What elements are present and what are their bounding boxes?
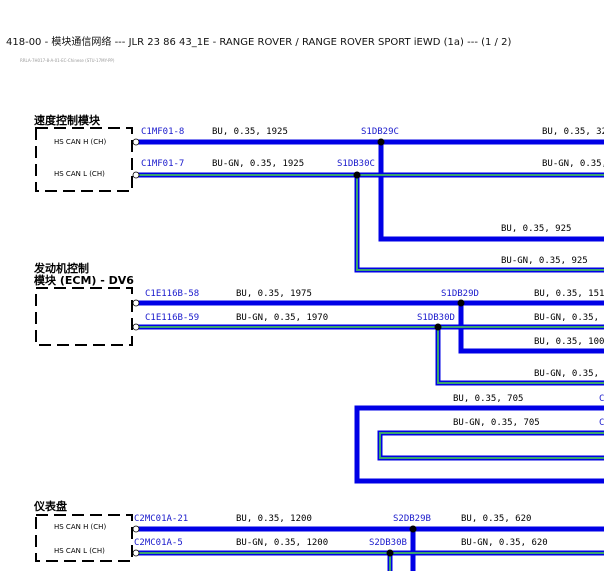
splice-dot [457, 299, 465, 307]
splice-label: S1DB30D [417, 313, 455, 323]
pin-label-can-h: HS CAN H (CH) [54, 138, 106, 146]
wire-spec-label: BU-GN, 0.35, 620 [461, 538, 548, 548]
wire-spec-label: BU, 0.35, 705 [453, 394, 523, 404]
wire-can-h-loop [354, 405, 604, 484]
splice-label: S2DB29B [393, 514, 431, 524]
module-cluster-box [35, 514, 133, 562]
wire-spec-label: BU-GN, 0.35, 1200 [236, 538, 328, 548]
wire-can-h-branch-2 [458, 303, 604, 354]
wire-spec-label: BU, 0.35, 1925 [212, 127, 288, 137]
page-subtitle: RRLA-7H017-8-A-01-EC-Chinese (STU-17MY-P… [20, 58, 115, 63]
splice-label: S1DB29D [441, 289, 479, 299]
wires-bu-gn [136, 172, 604, 571]
pin-connectors [132, 138, 140, 557]
pin-connector [132, 323, 140, 331]
wire-spec-label: BU, 0.35, 1975 [236, 289, 312, 299]
wire-spec-label: BU-GN, 0.35, 705 [453, 418, 540, 428]
wire-can-l-loop [377, 430, 604, 461]
module-speed-control-box [35, 127, 133, 192]
wire-spec-label: BU-GN, 0.35, 1970 [236, 313, 328, 323]
pin-label-can-l-cluster: HS CAN L (CH) [54, 547, 105, 555]
module-cluster-title: 仪表盘 [33, 499, 67, 513]
pin-label-can-l: HS CAN L (CH) [54, 170, 105, 178]
wire-spec-label: BU-GN, 0.35, [542, 159, 604, 169]
page-title: 418-00 - 模块通信网络 --- JLR 23 86 43_1E - RA… [6, 37, 512, 48]
module-speed-control-title: 速度控制模块 [34, 113, 101, 127]
splice-dot [377, 138, 385, 146]
wire-spec-label: BU-GN, 0.35, 1925 [212, 159, 304, 169]
connector-label: C2MC01A-21 [134, 514, 188, 524]
splice-dot [434, 323, 442, 331]
connector-label: C1E116B-58 [145, 289, 199, 299]
wire-spec-label: BU, 0.35, 32 [542, 127, 604, 137]
wire-spec-label: BU, 0.35, 620 [461, 514, 531, 524]
module-ecm-box [35, 287, 133, 346]
pin-connector [132, 299, 140, 307]
wire-spec-label: BU, 0.35, 1000 [534, 337, 604, 347]
wires-bu [136, 139, 604, 571]
splice-label: S1DB29C [361, 127, 399, 137]
splice-label: S1DB30C [337, 159, 375, 169]
splice-dot [353, 171, 361, 179]
connector-label: C1MF01-7 [141, 159, 184, 169]
splice-dot [409, 525, 417, 533]
module-ecm-title-line1: 发动机控制 [33, 261, 89, 275]
edge-connector-label: C [599, 418, 604, 428]
splice-dot [386, 549, 394, 557]
wire-spec-label: BU-GN, 0.35, [534, 369, 599, 379]
pin-connector [132, 525, 140, 533]
wire-spec-label: BU, 0.35, 925 [501, 224, 571, 234]
wire-spec-label: BU-GN, 0.35, [534, 313, 599, 323]
splice-label: S2DB30B [369, 538, 407, 548]
module-ecm-title-line2: 模块 (ECM) - DV6 [34, 273, 134, 287]
connector-label: C1E116B-59 [145, 313, 199, 323]
connector-label: C1MF01-8 [141, 127, 184, 137]
edge-connector-label: C [599, 394, 604, 404]
pin-connector [132, 171, 140, 179]
wire-spec-label: BU-GN, 0.35, 925 [501, 256, 588, 266]
pin-connector [132, 138, 140, 146]
pin-label-can-h-cluster: HS CAN H (CH) [54, 523, 106, 531]
wire-spec-label: BU, 0.35, 1515 [534, 289, 604, 299]
wire-spec-label: BU, 0.35, 1200 [236, 514, 312, 524]
pin-connector [132, 549, 140, 557]
connector-label: C2MC01A-5 [134, 538, 183, 548]
